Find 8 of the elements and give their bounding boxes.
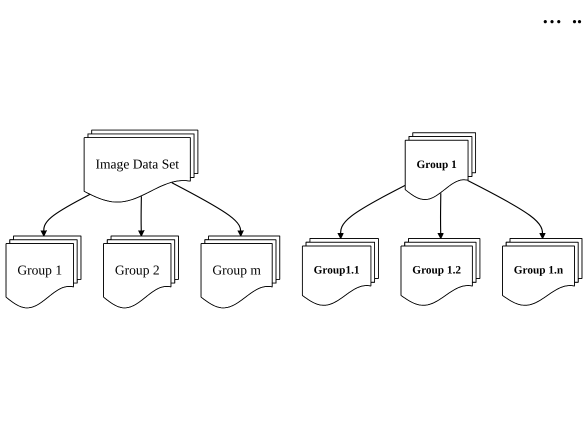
arrow (437, 193, 444, 240)
ellipsis-mark: .. (572, 6, 582, 28)
arrow (467, 180, 546, 240)
arrow (138, 196, 145, 237)
arrow (40, 194, 90, 237)
arrow (337, 184, 406, 240)
ellipsis-mark: … (542, 6, 562, 28)
arrow (172, 182, 244, 237)
